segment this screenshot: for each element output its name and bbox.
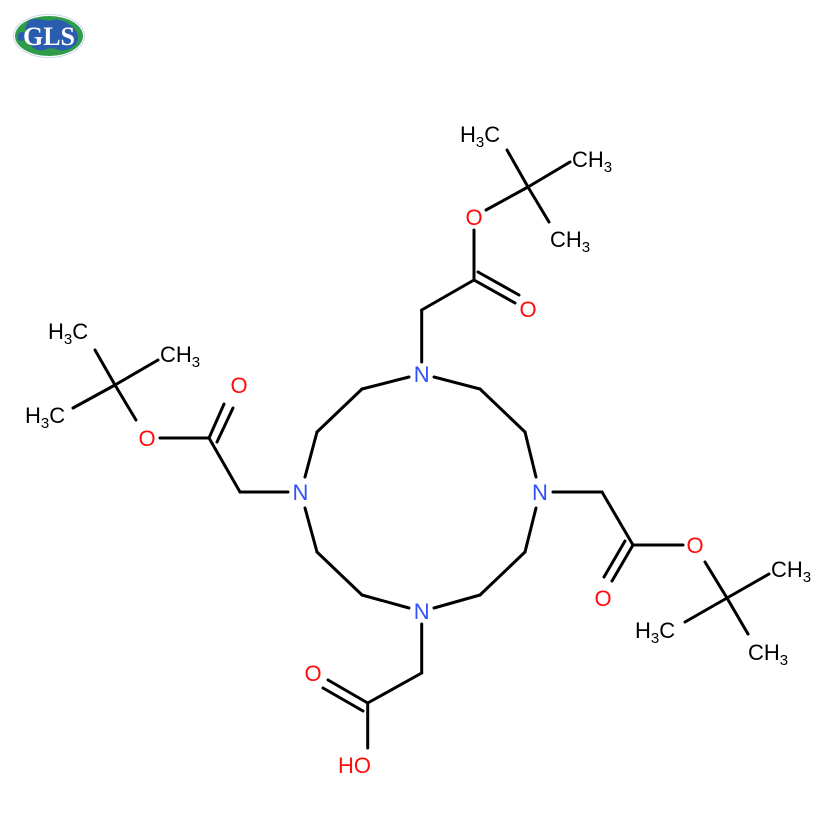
bond: [71, 383, 117, 410]
bond: [360, 593, 411, 610]
bond: [523, 430, 538, 479]
bond: [326, 678, 370, 705]
top-tbu-ester-arm: [420, 148, 572, 364]
oxygen-labels: O O O O O O O HO: [138, 205, 703, 778]
bottom-carboxylic-acid-arm: [321, 622, 424, 750]
atom-o-ester-top: O: [465, 205, 482, 230]
gls-logo: GLS: [13, 14, 85, 58]
methyl-ch3-right-lower: CH3: [748, 640, 788, 669]
methyl-h3c-left-upper: H3C: [48, 319, 88, 348]
bond: [526, 185, 551, 224]
bond: [432, 375, 482, 391]
atom-oh-acid: HO: [338, 753, 371, 778]
bond: [478, 550, 527, 597]
methyl-h3c-top-upper: H3C: [460, 122, 500, 151]
methyl-ch3-top-right: CH3: [572, 147, 612, 176]
bond: [725, 596, 750, 636]
bond: [505, 148, 530, 189]
atom-o-carbonyl-left: O: [230, 373, 247, 398]
bond: [303, 506, 319, 554]
bond: [366, 671, 424, 705]
bond: [93, 348, 117, 387]
right-tbu-ester-arm: [551, 490, 771, 636]
bond: [321, 686, 365, 713]
logo-sea: [25, 19, 79, 51]
bond: [432, 593, 482, 610]
atom-n-left: N: [293, 480, 309, 505]
bond: [602, 539, 627, 579]
nitrogen-labels: N N N N: [293, 362, 548, 624]
bond: [113, 383, 138, 422]
atom-o-carbonyl-top: O: [519, 297, 536, 322]
methyl-ch3-left-right: CH3: [160, 342, 200, 371]
logo-sea-west: [18, 31, 28, 41]
bond: [610, 543, 635, 583]
atom-o-ester-right: O: [686, 533, 703, 558]
bond: [478, 387, 527, 434]
methyl-ch3-right-upper: CH3: [771, 557, 811, 586]
bond: [113, 358, 160, 387]
bond: [725, 572, 771, 600]
atom-n-bottom: N: [414, 599, 430, 624]
bond: [420, 278, 476, 312]
atom-n-top: N: [414, 362, 430, 387]
bond: [472, 278, 517, 305]
methyl-h3c-right-left: H3C: [635, 618, 675, 647]
bond: [315, 550, 364, 597]
methyl-ch3-top-lower: CH3: [550, 227, 590, 256]
bond: [303, 430, 319, 479]
methyl-h3c-left-lower: H3C: [25, 403, 65, 432]
atom-o-carbonyl-acid: O: [304, 661, 321, 686]
bond: [476, 270, 521, 297]
atom-o-carbonyl-right: O: [594, 586, 611, 611]
bond: [703, 560, 729, 600]
bond: [207, 436, 242, 494]
methyl-labels: H3C CH3 CH3 H3C CH3 H3C CH3 H3C CH3: [25, 122, 811, 669]
bond: [484, 185, 530, 212]
bond: [207, 402, 226, 440]
left-tbu-ester-arm: [71, 348, 290, 494]
bond: [215, 406, 235, 444]
logo-text: GLS: [23, 22, 75, 51]
cyclen-ring: [303, 375, 538, 610]
atom-o-ester-left: O: [138, 426, 155, 451]
bond: [526, 160, 572, 189]
bond: [360, 375, 411, 391]
bond: [315, 387, 364, 434]
atom-n-right: N: [532, 480, 548, 505]
bond: [683, 596, 729, 624]
bond: [523, 506, 538, 554]
bond: [600, 490, 635, 547]
